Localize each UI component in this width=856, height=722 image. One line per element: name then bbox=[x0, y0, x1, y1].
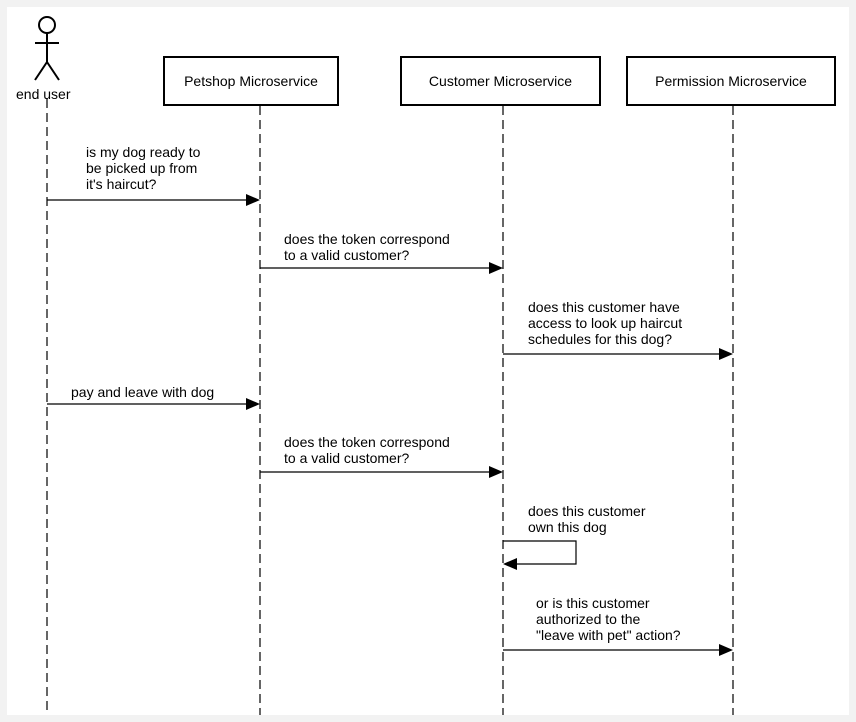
message-label-6: does this customer own this dog bbox=[528, 503, 646, 535]
end-user-actor-figure bbox=[34, 16, 60, 81]
customer-box bbox=[400, 56, 601, 106]
message-label-2: does the token correspond to a valid cus… bbox=[284, 231, 450, 263]
message-label-5: does the token correspond to a valid cus… bbox=[284, 434, 450, 466]
message-arrow-3 bbox=[503, 348, 733, 360]
customer-label: Customer Microservice bbox=[428, 73, 573, 89]
permission-box bbox=[626, 56, 836, 106]
message-arrow-1 bbox=[47, 194, 260, 206]
sequence-diagram: end user Petshop Microservice Customer M… bbox=[7, 7, 849, 715]
message-label-7: or is this customer authorized to the "l… bbox=[536, 595, 681, 643]
petshop-box bbox=[163, 56, 339, 106]
message-label-3: does this customer have access to look u… bbox=[528, 299, 683, 347]
petshop-label: Petshop Microservice bbox=[184, 73, 318, 89]
message-arrow-6-self bbox=[503, 540, 577, 570]
message-arrow-2 bbox=[260, 262, 503, 274]
message-label-4: pay and leave with dog bbox=[71, 384, 215, 400]
message-arrow-5 bbox=[260, 466, 503, 478]
message-arrow-4 bbox=[47, 398, 260, 410]
message-arrow-7 bbox=[503, 644, 733, 656]
message-label-1: is my dog ready to be picked up from it'… bbox=[86, 144, 201, 192]
permission-label: Permission Microservice bbox=[655, 73, 807, 89]
end-user-label: end user bbox=[16, 86, 71, 102]
diagram-graphics bbox=[34, 16, 836, 715]
